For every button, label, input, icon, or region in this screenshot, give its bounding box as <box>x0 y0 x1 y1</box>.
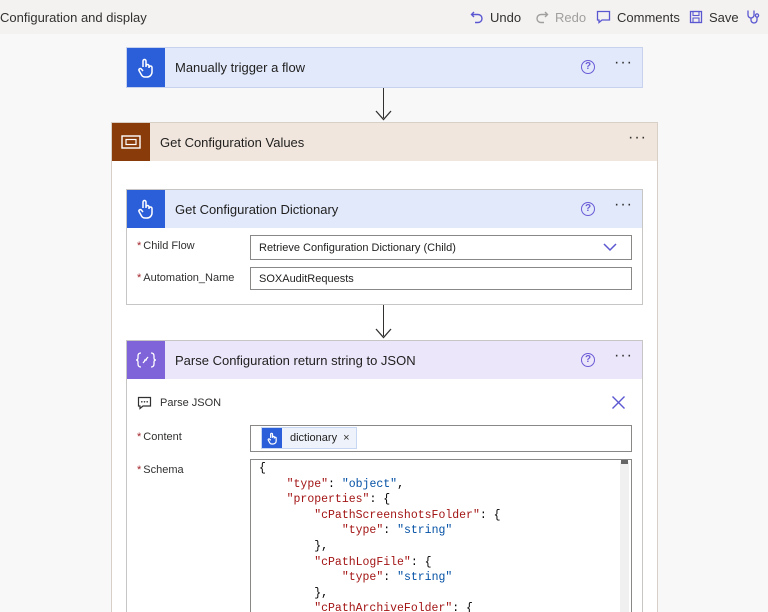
automation-name-label: *Automation_Name <box>137 272 235 284</box>
help-icon[interactable]: ? <box>581 60 595 74</box>
close-icon[interactable] <box>611 395 626 410</box>
arrow-down-icon <box>375 328 392 339</box>
flow-checker-button[interactable] <box>746 8 768 26</box>
arrow-down-icon <box>375 110 392 121</box>
child-flow-value: Retrieve Configuration Dictionary (Child… <box>259 241 456 254</box>
child-flow-card-title: Get Configuration Dictionary <box>175 201 339 217</box>
save-icon <box>689 10 703 24</box>
trigger-card[interactable]: Manually trigger a flow ? ··· <box>126 47 643 88</box>
save-label: Save <box>709 9 739 25</box>
help-icon[interactable]: ? <box>581 202 595 216</box>
schema-editor[interactable]: { "type": "object", "properties": { "cPa… <box>250 459 632 612</box>
touch-icon <box>127 190 165 228</box>
child-flow-card[interactable]: Get Configuration Dictionary ? ··· *Chil… <box>126 189 643 305</box>
stethoscope-icon <box>747 10 760 24</box>
touch-icon <box>262 428 282 448</box>
child-flow-label: *Child Flow <box>137 240 195 252</box>
more-options-icon[interactable]: ··· <box>614 54 633 71</box>
curly-braces-icon <box>127 341 165 379</box>
connector-line <box>383 88 384 118</box>
more-options-icon[interactable]: ··· <box>628 129 647 146</box>
scope-icon <box>112 123 150 161</box>
undo-button[interactable]: Undo <box>470 8 521 26</box>
schema-code: { "type": "object", "properties": { "cPa… <box>259 462 501 612</box>
redo-button[interactable]: Redo <box>535 8 586 26</box>
trigger-card-title: Manually trigger a flow <box>175 60 306 75</box>
more-options-icon[interactable]: ··· <box>614 196 633 213</box>
more-options-icon[interactable]: ··· <box>614 347 633 364</box>
child-flow-card-header[interactable]: Get Configuration Dictionary ? ··· <box>127 190 642 228</box>
redo-icon <box>536 11 549 24</box>
action-name: Parse JSON <box>160 397 222 409</box>
remove-token-icon[interactable]: × <box>343 432 350 444</box>
scope-card-header[interactable]: Get Configuration Values ··· <box>112 123 657 161</box>
trigger-card-header[interactable]: Manually trigger a flow ? ··· <box>127 48 642 87</box>
chevron-down-icon <box>603 243 617 252</box>
token-label: dictionary <box>290 432 338 444</box>
connector-line <box>383 305 384 336</box>
comment-dots-icon <box>137 396 152 410</box>
parse-json-card-title: Parse Configuration return string to JSO… <box>175 352 416 368</box>
comments-button[interactable]: Comments <box>596 8 680 26</box>
schema-label: *Schema <box>137 464 184 476</box>
schema-scrollbar[interactable] <box>620 462 629 612</box>
command-bar: Configuration and display Undo Redo Comm… <box>0 0 768 34</box>
content-label: *Content <box>137 431 182 443</box>
automation-name-input[interactable]: SOXAuditRequests <box>250 267 632 290</box>
dynamic-content-token[interactable]: dictionary × <box>261 427 357 449</box>
parse-json-card[interactable]: Parse Configuration return string to JSO… <box>126 340 643 612</box>
redo-label: Redo <box>555 9 587 25</box>
scope-card-title: Get Configuration Values <box>160 134 305 150</box>
child-flow-dropdown[interactable]: Retrieve Configuration Dictionary (Child… <box>250 235 632 260</box>
automation-name-value: SOXAuditRequests <box>259 272 354 285</box>
schema-scroll-thumb[interactable] <box>621 460 628 464</box>
flow-title: Configuration and display <box>0 10 147 25</box>
comment-icon <box>596 10 611 24</box>
save-button[interactable]: Save <box>689 8 739 26</box>
undo-icon <box>470 11 483 24</box>
action-subheader: Parse JSON <box>137 396 221 410</box>
parse-json-card-header[interactable]: Parse Configuration return string to JSO… <box>127 341 642 379</box>
comments-label: Comments <box>617 9 680 25</box>
undo-label: Undo <box>490 9 522 25</box>
touch-icon <box>127 48 165 87</box>
help-icon[interactable]: ? <box>581 353 595 367</box>
